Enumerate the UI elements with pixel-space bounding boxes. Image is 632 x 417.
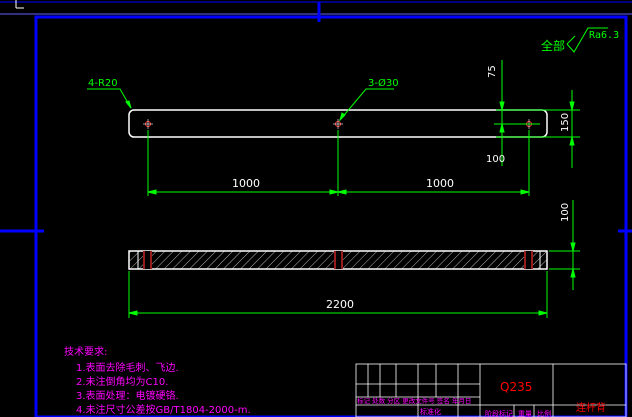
dim-left-spacing: 1000	[232, 177, 260, 190]
callout-radius: 4-R20	[88, 78, 118, 89]
cell-stage: 阶段标记	[485, 409, 513, 417]
dim-right-vertical	[494, 60, 580, 168]
cell-design: 标准化	[420, 407, 441, 416]
part-name: 连杆背	[576, 401, 606, 414]
callout-holes: 3-Ø30	[368, 77, 399, 89]
roughness-value: Ra6.3	[589, 30, 619, 41]
roughness-prefix: 全部	[541, 38, 565, 53]
note-2: 2.未注倒角均为C10.	[76, 375, 168, 388]
title-block	[355, 363, 627, 417]
dim-overall	[128, 200, 580, 318]
dim-right-spacing: 1000	[426, 177, 454, 190]
dim-overall-length: 2200	[326, 298, 354, 311]
note-3: 3.表面处理：电镀硬铬.	[76, 389, 179, 402]
material: Q235	[500, 380, 532, 394]
dim-hole-offset: 100	[486, 154, 505, 165]
note-1: 1.表面去除毛刺、飞边.	[76, 361, 179, 374]
roughness-symbol: 全部 Ra6.3	[541, 27, 619, 53]
cell-weight: 重量	[518, 410, 532, 417]
notes-heading: 技术要求:	[64, 345, 107, 358]
front-view	[128, 250, 548, 270]
note-4: 4.未注尺寸公差按GB/T1804-2000-m.	[76, 403, 251, 416]
technical-notes: 技术要求: 1.表面去除毛刺、飞边. 2.未注倒角均为C10. 3.表面处理：电…	[64, 345, 251, 416]
cell-scale: 比例	[537, 409, 551, 417]
callouts	[87, 88, 394, 122]
dim-top-offset: 75	[487, 65, 498, 78]
dim-plate-height: 150	[560, 113, 571, 132]
dim-spacing	[147, 130, 530, 196]
revision-header: 标记 处数 分区 更改文件号 签名 年月日	[357, 396, 471, 405]
dim-side-thickness: 100	[560, 203, 571, 222]
